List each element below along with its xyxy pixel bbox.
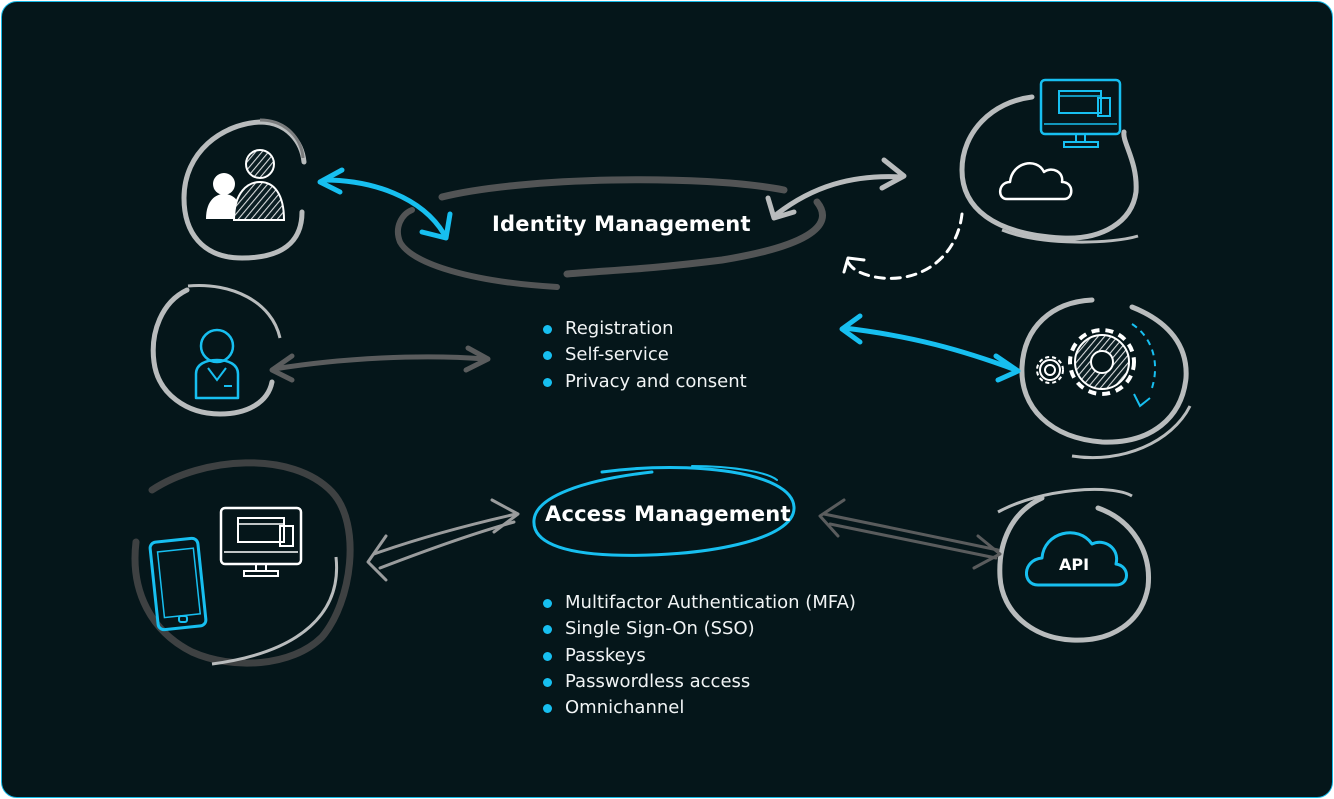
identity-gears-arrow	[839, 313, 1021, 383]
list-item: Registration	[543, 316, 747, 342]
identity-management-features: Registration Self-service Privacy and co…	[543, 316, 747, 395]
list-item: Self-service	[543, 342, 747, 368]
identity-desktop-arrow	[765, 157, 907, 221]
api-cloud-icon	[997, 487, 1151, 643]
list-item: Passwordless access	[543, 669, 856, 695]
devices-access-arrow	[366, 498, 520, 582]
gears-icon	[1019, 297, 1192, 460]
user-icon	[150, 283, 282, 417]
users-identity-arrow	[317, 167, 453, 241]
access-api-arrow	[818, 498, 1002, 570]
access-management-title: Access Management	[545, 502, 791, 526]
desktop-cloud-icon	[959, 78, 1139, 244]
identity-management-title: Identity Management	[492, 212, 751, 236]
mobile-desktop-icon	[131, 459, 354, 667]
list-item: Omnichannel	[543, 695, 856, 721]
api-label: API	[1059, 555, 1090, 574]
dashed-return-arrow	[842, 212, 964, 280]
list-item: Multifactor Authentication (MFA)	[543, 590, 856, 616]
users-group-icon	[181, 118, 307, 261]
list-item: Passkeys	[543, 643, 856, 669]
access-management-outline	[532, 465, 796, 557]
list-item: Privacy and consent	[543, 369, 747, 395]
access-management-features: Multifactor Authentication (MFA) Single …	[543, 590, 856, 721]
identity-management-outline	[394, 176, 826, 290]
user-identity-arrow	[269, 345, 491, 383]
list-item: Single Sign-On (SSO)	[543, 616, 856, 642]
